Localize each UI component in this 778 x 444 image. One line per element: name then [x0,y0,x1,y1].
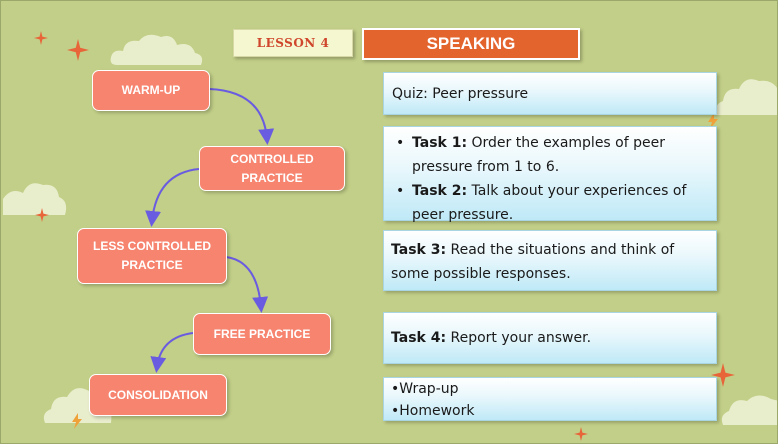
list-item: Task 1: Order the examples of peer press… [390,131,710,179]
stage-label: CONTROLLED PRACTICE [230,151,314,185]
stage-consolidation: CONSOLIDATION [89,374,227,416]
stage-less-controlled-practice: LESS CONTROLLED PRACTICE [77,228,227,284]
task-box-tasks-1-2: Task 1: Order the examples of peer press… [383,126,717,223]
stage-label: LESS CONTROLLED PRACTICE [92,239,211,272]
cloud-decoration-left [3,183,67,215]
lesson-number-label: LESSON 4 [233,29,353,57]
sparkle-icon [34,31,48,45]
wrap-up-item: •Wrap-up [391,381,459,397]
task-box-wrap-up: •Wrap-up •Homework [383,377,717,421]
task-box-quiz: Quiz: Peer pressure [383,72,717,115]
lightning-icon [72,413,82,429]
task-list: Task 1: Order the examples of peer press… [390,131,710,227]
task-box-task-3: Task 3: Read the situations and think of… [383,230,717,291]
cloud-decoration-bottom-right [721,395,777,425]
task-text: Report your answer. [446,330,592,346]
homework-item: •Homework [391,403,475,419]
task-label: Task 3: [391,242,447,258]
stage-free-practice: FREE PRACTICE [193,313,331,355]
task-text: Read the situations and think of some po… [391,242,675,282]
stage-label: FREE PRACTICE [213,326,311,341]
task-label: Task 2: [412,183,468,199]
arrow-warmup-to-controlled [208,88,275,145]
cloud-decoration-top [110,34,203,65]
skill-title-banner: SPEAKING [362,28,580,60]
task-text: Talk about your experiences of peer pres… [412,183,687,223]
sparkle-icon [67,39,89,61]
sparkle-icon [574,427,588,441]
arrow-free-to-consolidation [150,332,194,373]
sparkle-icon [711,363,735,387]
task-label: Task 1: [412,135,468,151]
quiz-text: Quiz: Peer pressure [392,86,529,102]
stage-controlled-practice: CONTROLLED PRACTICE [199,146,345,191]
list-item: Task 2: Talk about your experiences of p… [390,179,710,227]
cloud-decoration-right [715,79,777,115]
stage-label: CONSOLIDATION [108,387,208,402]
arrow-less-to-free [225,256,269,313]
task-box-task-4: Task 4: Report your answer. [383,312,717,364]
stage-label: WARM-UP [121,83,181,97]
arrow-controlled-to-less [145,168,200,227]
sparkle-icon [35,208,49,222]
task-label: Task 4: [391,330,447,346]
task-text: Order the examples of peer pressure from… [412,135,665,175]
stage-warm-up: WARM-UP [92,70,210,111]
lightning-icon [708,113,718,129]
